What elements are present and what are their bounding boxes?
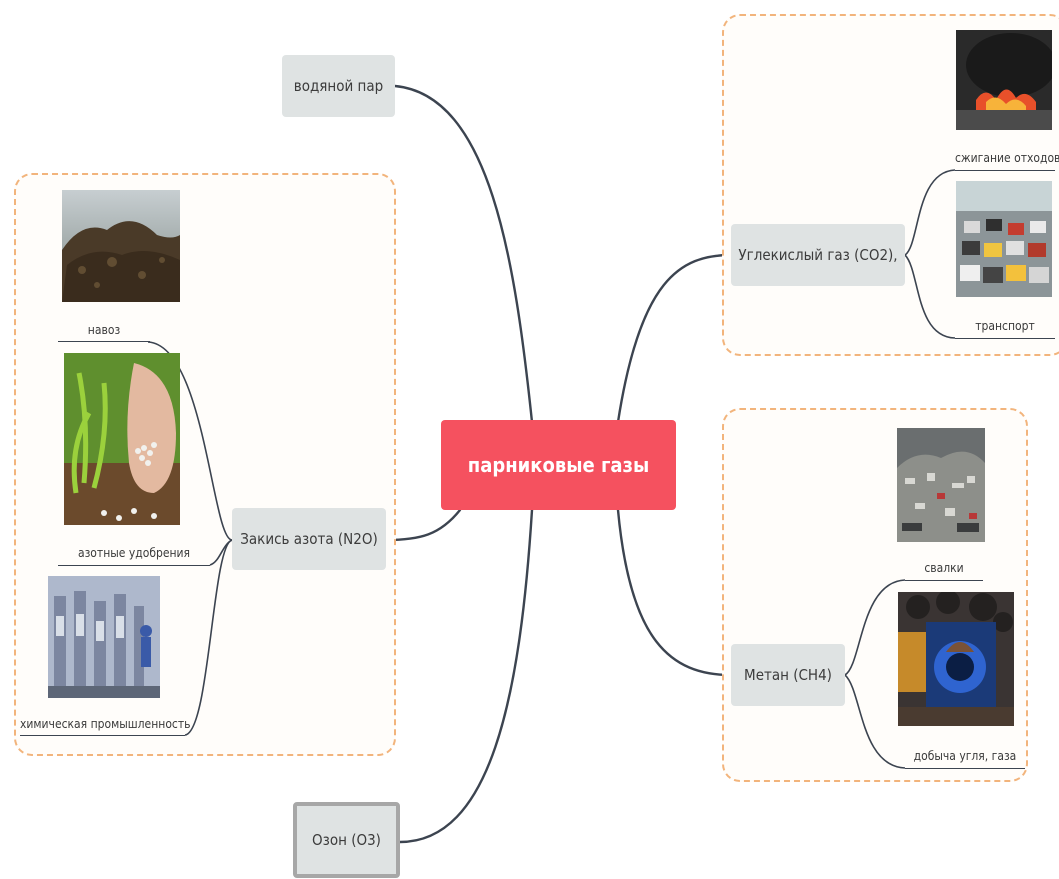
landfill-image[interactable] — [897, 428, 985, 542]
chemical-industry-image[interactable] — [48, 576, 160, 698]
underline-landfill — [905, 580, 983, 581]
underline-transport — [955, 338, 1055, 339]
source-label-waste-burning[interactable]: сжигание отходов — [955, 151, 1059, 165]
source-label-manure[interactable]: навоз — [87, 323, 121, 337]
topic-methane[interactable]: Метан (CH4) — [731, 644, 845, 706]
source-label-chemical[interactable]: химическая промышленность — [20, 717, 191, 731]
coal-gas-mining-image[interactable] — [898, 592, 1014, 726]
topic-label: Закись азота (N2O) — [240, 530, 378, 548]
source-label-mining[interactable]: добыча угля, газа — [913, 749, 1017, 763]
underline-chemical — [20, 735, 185, 736]
topic-water-vapor[interactable]: водяной пар — [282, 55, 395, 117]
source-label-fertilizer[interactable]: азотные удобрения — [77, 546, 191, 560]
topic-label: водяной пар — [293, 77, 384, 95]
underline-manure — [58, 341, 150, 342]
topic-label: Метан (CH4) — [744, 666, 832, 684]
topic-ozone[interactable]: Озон (O3) — [293, 802, 400, 878]
central-topic[interactable]: парниковые газы — [441, 420, 676, 510]
source-label-landfill[interactable]: свалки — [924, 561, 964, 575]
topic-label: Углекислый газ (CO2), — [738, 246, 898, 264]
connector-n2o — [384, 508, 462, 542]
topic-label: Озон (O3) — [312, 831, 381, 849]
topic-co2[interactable]: Углекислый газ (CO2), — [731, 224, 905, 286]
central-topic-label: парниковые газы — [467, 453, 650, 477]
connector-water-vapor — [393, 84, 534, 424]
underline-waste — [955, 170, 1055, 171]
waste-burning-image[interactable] — [956, 30, 1052, 130]
underline-mining — [905, 768, 1025, 769]
transport-image[interactable] — [956, 181, 1052, 297]
connector-co2 — [616, 253, 733, 424]
source-label-transport[interactable]: транспорт — [975, 319, 1035, 333]
connector-ozone — [398, 508, 534, 844]
connector-methane — [616, 508, 733, 677]
topic-n2o[interactable]: Закись азота (N2O) — [232, 508, 386, 570]
manure-image[interactable] — [62, 190, 180, 302]
fertilizer-image[interactable] — [64, 353, 180, 525]
underline-fertilizer — [58, 565, 210, 566]
